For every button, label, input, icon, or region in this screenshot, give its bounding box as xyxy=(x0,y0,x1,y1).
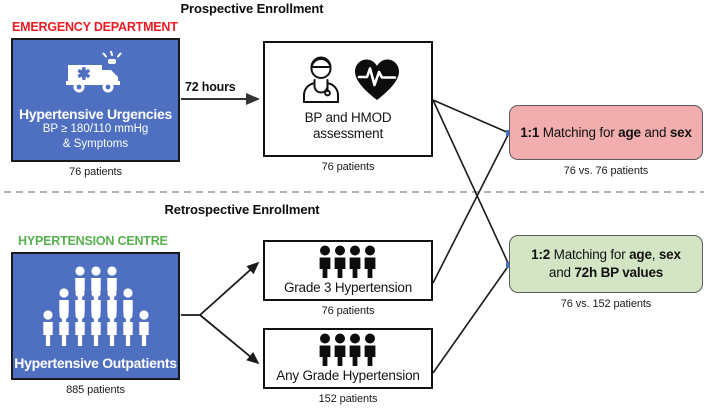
emergency-department-label: EMERGENCY DEPARTMENT xyxy=(12,20,178,34)
caption-emergency-patients: 76 patients xyxy=(69,166,122,178)
box-hypertensive-outpatients: Hypertensive Outpatients xyxy=(11,252,180,380)
matching-1to1-text: 1:1 Matching for age and sex xyxy=(520,124,692,142)
people-group-icon xyxy=(42,266,149,347)
matching-1to2-bold-age: age xyxy=(629,247,652,263)
connector-grade3-to-1to1 xyxy=(432,132,510,284)
caption-outpatients-patients: 885 patients xyxy=(66,384,125,396)
matching-1to1-ratio: 1:1 xyxy=(520,124,540,140)
box-subtitle-bp: BP ≥ 180/110 mmHg xyxy=(42,122,149,135)
connector-bp-to-1to1 xyxy=(432,99,510,134)
matching-1to2-line1-before: Matching for xyxy=(550,247,630,263)
matching-1to2-bold-bp: 72h BP values xyxy=(574,265,664,280)
box-any-grade-label: Any Grade Hypertension xyxy=(276,368,420,384)
caption-any-grade-patients: 152 patients xyxy=(318,393,378,405)
matching-1to2-line1-mid: , xyxy=(651,247,659,263)
arrow-to-anygrade-diag xyxy=(199,314,260,365)
people-group-icon-wrap xyxy=(13,254,178,355)
connector-bp-to-1to2 xyxy=(432,99,510,266)
box-hypertensive-urgencies: Hypertensive Urgencies BP ≥ 180/110 mmHg… xyxy=(11,38,180,162)
hypertension-centre-label: HYPERTENSION CENTRE xyxy=(18,234,168,248)
caption-bp-hmod-patients: 76 patients xyxy=(321,161,375,173)
box-matching-1to2: 1:2 Matching for age, sex and 72h BP val… xyxy=(509,235,703,293)
box-bp-hmod-label-line1: BP and HMOD xyxy=(304,110,392,126)
matching-1to2-line2: and 72h BP values xyxy=(531,264,681,282)
box-hypertensive-urgencies-text: Hypertensive Urgencies BP ≥ 180/110 mmHg… xyxy=(19,106,172,160)
matching-1to2-text: 1:2 Matching for age, sex and 72h BP val… xyxy=(531,246,681,281)
box-any-grade-hypertension: Any Grade Hypertension xyxy=(263,328,433,389)
box-title: Hypertensive Outpatients xyxy=(14,354,177,371)
matching-1to1-text-before: Matching for xyxy=(539,124,619,140)
box-title: Hypertensive Urgencies xyxy=(19,105,172,122)
matching-1to2-line1: 1:2 Matching for age, sex xyxy=(531,246,681,264)
anygrade-people-icons xyxy=(317,333,379,367)
caption-matching-1to2: 76 vs. 152 patients xyxy=(560,298,652,310)
box-matching-1to1: 1:1 Matching for age and sex xyxy=(509,105,703,160)
box-hypertensive-outpatients-text: Hypertensive Outpatients xyxy=(14,354,177,378)
matching-1to2-line2-before: and xyxy=(548,265,575,280)
arrow-to-grade3-diag xyxy=(199,261,260,316)
ambulance-icon-wrap xyxy=(13,40,178,106)
matching-1to2-bold-sex: sex xyxy=(658,247,681,263)
box-grade-3-label: Grade 3 Hypertension xyxy=(283,280,413,296)
assessment-icons xyxy=(296,56,400,104)
arrow-label-72-hours: 72 hours xyxy=(185,80,236,94)
four-people-icon xyxy=(319,333,376,367)
matching-1to1-text-mid: and xyxy=(640,124,670,140)
box-grade-3-hypertension: Grade 3 Hypertension xyxy=(263,240,433,301)
heart-pulse-icon xyxy=(355,59,399,101)
caption-grade-3-patients: 76 patients xyxy=(321,305,375,317)
section-title-retrospective: Retrospective Enrollment xyxy=(164,202,320,217)
section-title-prospective: Prospective Enrollment xyxy=(180,1,324,16)
box-subtitle-symptoms: & Symptoms xyxy=(62,138,129,151)
connector-anygrade-to-1to2 xyxy=(432,264,510,374)
grade3-people-icons xyxy=(317,245,379,279)
caption-matching-1to1: 76 vs. 76 patients xyxy=(563,165,649,177)
box-bp-hmod-assessment: BP and HMOD assessment xyxy=(263,41,433,157)
matching-1to1-bold-age: age xyxy=(618,124,641,140)
four-people-icon xyxy=(319,245,376,279)
matching-1to2-ratio: 1:2 xyxy=(531,247,551,263)
ambulance-icon xyxy=(65,50,121,93)
matching-1to1-bold-sex: sex xyxy=(669,124,692,140)
box-bp-hmod-label-line2: assessment xyxy=(312,126,384,141)
doctor-icon xyxy=(303,56,339,104)
